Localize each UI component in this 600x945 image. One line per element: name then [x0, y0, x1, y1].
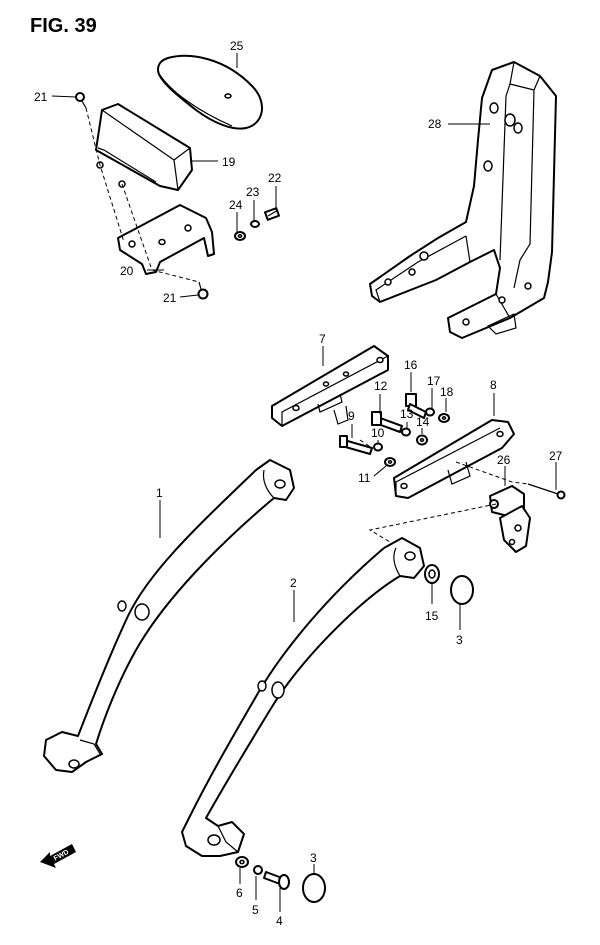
part-13-nut [401, 427, 411, 437]
part-24-washer [234, 231, 246, 241]
part-16-bolt [405, 393, 427, 419]
callout-19: 19 [222, 155, 236, 169]
part-2-support-arm [181, 537, 425, 857]
part-14-washer [416, 434, 428, 446]
callout-21-top: 21 [34, 90, 48, 104]
part-21-screw-bottom [197, 281, 209, 300]
callout-5: 5 [252, 903, 259, 917]
fwd-arrow-icon: FWD [40, 844, 76, 868]
callout-26: 26 [497, 453, 511, 467]
part-6-washer [235, 856, 249, 868]
part-5-washer [253, 865, 263, 875]
callout-28: 28 [428, 117, 442, 131]
callout-21-bottom: 21 [163, 291, 177, 305]
part-4-bolt [263, 871, 290, 890]
callout-10: 10 [371, 426, 385, 440]
callout-20: 20 [120, 264, 134, 278]
callout-12: 12 [374, 379, 388, 393]
callout-6: 6 [236, 886, 243, 900]
callout-23: 23 [246, 185, 260, 199]
callout-9: 9 [348, 409, 355, 423]
assembly-line [359, 439, 373, 449]
part-10-washer [373, 442, 383, 452]
part-8-bracket [393, 419, 515, 499]
part-17-washer [425, 407, 435, 417]
callout-18: 18 [440, 385, 454, 399]
part-18-washer [438, 413, 450, 423]
assembly-line [455, 461, 529, 485]
callout-17: 17 [427, 374, 441, 388]
part-28-sissy-bar [369, 61, 557, 339]
part-20-pad-bracket [117, 204, 215, 275]
callout-11: 11 [358, 471, 371, 485]
part-11-washer [384, 457, 396, 467]
assembly-line [85, 107, 125, 243]
callout-27: 27 [549, 449, 563, 463]
callout-2: 2 [290, 576, 297, 590]
part-15-collar [424, 564, 440, 584]
callout-1: 1 [156, 486, 163, 500]
callout-25: 25 [230, 39, 244, 53]
callout-8: 8 [490, 378, 497, 392]
callout-3-upper: 3 [456, 633, 463, 647]
callout-3-lower: 3 [310, 851, 317, 865]
assembly-line [368, 503, 497, 549]
callout-7: 7 [319, 332, 326, 346]
callout-24: 24 [229, 198, 243, 212]
part-3-cap-lower [302, 873, 326, 903]
part-27-screw [527, 483, 566, 500]
part-1-support-arm [43, 459, 295, 773]
callout-4: 4 [276, 914, 283, 928]
part-19-backrest-pad [95, 103, 193, 191]
callout-13: 13 [400, 407, 414, 421]
callout-16: 16 [404, 358, 418, 372]
part-26-latch [489, 485, 531, 553]
leader-lines [51, 53, 557, 912]
callout-22: 22 [268, 171, 282, 185]
part-9-bolt [339, 435, 373, 455]
part-7-bracket [271, 345, 389, 427]
part-23-washer [250, 220, 260, 228]
part-3-cap-upper [450, 575, 474, 605]
callout-15: 15 [425, 609, 439, 623]
part-25-pad-cover [157, 54, 263, 130]
part-22-bolt [263, 207, 281, 221]
callout-14: 14 [416, 415, 430, 429]
figure-title: FIG. 39 [30, 15, 97, 37]
fwd-label: FWD [53, 849, 70, 863]
part-12-bolt [371, 411, 403, 433]
part-21-screw-top [75, 92, 87, 109]
